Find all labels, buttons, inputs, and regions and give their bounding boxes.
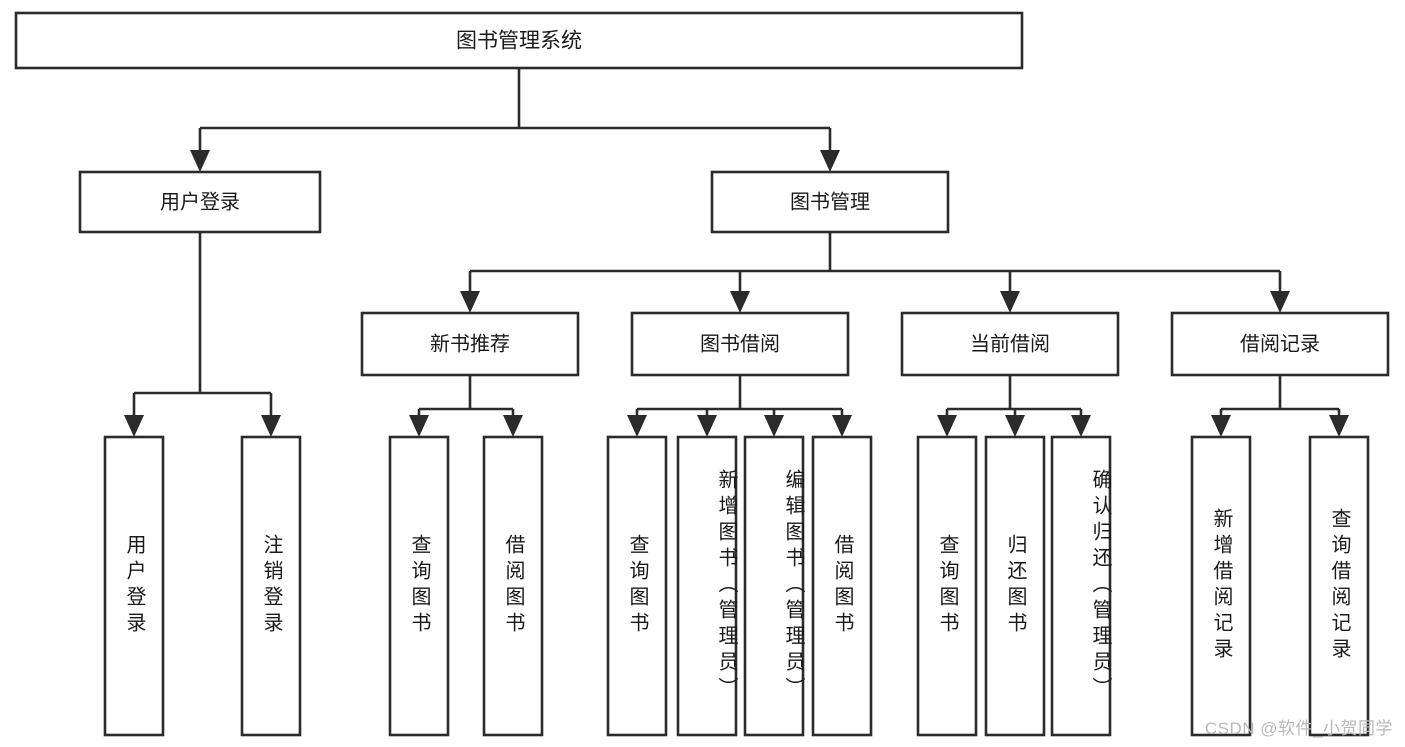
arrow-icon-to-leaf-add-book (697, 415, 717, 437)
connector-layer (132, 68, 1341, 415)
arrow-icon-to-leaf-query-book-1 (409, 415, 429, 437)
node-root-label: 图书管理系统 (456, 30, 582, 53)
node-user-login-box[interactable] (78, 170, 322, 234)
arrow-icon-to-leaf-user-logout (261, 415, 281, 437)
node-book-manage[interactable]: 图书管理 (710, 170, 950, 234)
node-borrow-record-box[interactable] (1170, 311, 1390, 377)
node-book-manage-label: 图书管理 (790, 190, 870, 213)
node-user-login[interactable]: 用户登录 (78, 170, 322, 234)
arrow-icon-to-leaf-add-record (1211, 415, 1231, 437)
leaf-borrow-book-2-box[interactable] (811, 435, 873, 737)
arrow-icon-to-leaf-borrow-book-2 (832, 415, 852, 437)
node-new-book-rec-label: 新书推荐 (430, 332, 510, 355)
arrow-icon-to-newbookrec (460, 291, 480, 313)
leaf-query-book-3-box[interactable] (916, 435, 978, 737)
leaf-add-record-box[interactable] (1190, 435, 1252, 737)
node-current-borrow[interactable]: 当前借阅 (900, 311, 1120, 377)
leaf-add-book-box[interactable] (676, 435, 738, 737)
node-book-borrow-label: 图书借阅 (700, 332, 780, 355)
leaf-layer (103, 435, 1370, 737)
arrowhead-layer (124, 150, 1349, 437)
arrow-icon-to-borrowrecord (1270, 291, 1290, 313)
node-new-book-rec-box[interactable] (360, 311, 580, 377)
node-book-borrow-box[interactable] (630, 311, 850, 377)
node-current-borrow-label: 当前借阅 (970, 332, 1050, 355)
node-root[interactable]: 图书管理系统 (14, 11, 1024, 70)
leaf-query-book-2-box[interactable] (606, 435, 668, 737)
node-user-login-label: 用户登录 (160, 190, 240, 213)
node-current-borrow-box[interactable] (900, 311, 1120, 377)
node-borrow-record[interactable]: 借阅记录 (1170, 311, 1390, 377)
leaf-query-book-1-box[interactable] (388, 435, 450, 737)
arrow-icon-to-leaf-edit-book (764, 415, 784, 437)
arrow-icon-to-userlogin (190, 150, 210, 172)
node-borrow-record-label: 借阅记录 (1240, 332, 1320, 355)
arrow-icon-to-leaf-query-record (1329, 415, 1349, 437)
leaf-edit-book-box[interactable] (743, 435, 805, 737)
leaf-user-logout-box[interactable] (240, 435, 302, 737)
leaf-user-login-box[interactable] (103, 435, 165, 737)
leaf-query-record-box[interactable] (1308, 435, 1370, 737)
arrow-icon-to-bookborrow (730, 291, 750, 313)
leaf-return-book-box[interactable] (984, 435, 1046, 737)
csdn-watermark: CSDN @软件_小贺同学 (1204, 719, 1393, 738)
arrow-icon-to-bookmanage (820, 150, 840, 172)
arrow-icon-to-leaf-query-book-2 (627, 415, 647, 437)
node-book-manage-box[interactable] (710, 170, 950, 234)
arrow-icon-to-leaf-query-book-3 (937, 415, 957, 437)
arrow-icon-to-leaf-user-login (124, 415, 144, 437)
arrow-icon-to-leaf-confirm-return (1071, 415, 1091, 437)
arrow-icon-to-leaf-borrow-book-1 (503, 415, 523, 437)
arrow-icon-to-leaf-return-book (1005, 415, 1025, 437)
node-book-borrow[interactable]: 图书借阅 (630, 311, 850, 377)
leaf-confirm-return-box[interactable] (1050, 435, 1112, 737)
node-root-box[interactable] (14, 11, 1024, 70)
arrow-icon-to-currentborrow (1000, 291, 1020, 313)
node-new-book-rec[interactable]: 新书推荐 (360, 311, 580, 377)
leaf-borrow-book-1-box[interactable] (482, 435, 544, 737)
